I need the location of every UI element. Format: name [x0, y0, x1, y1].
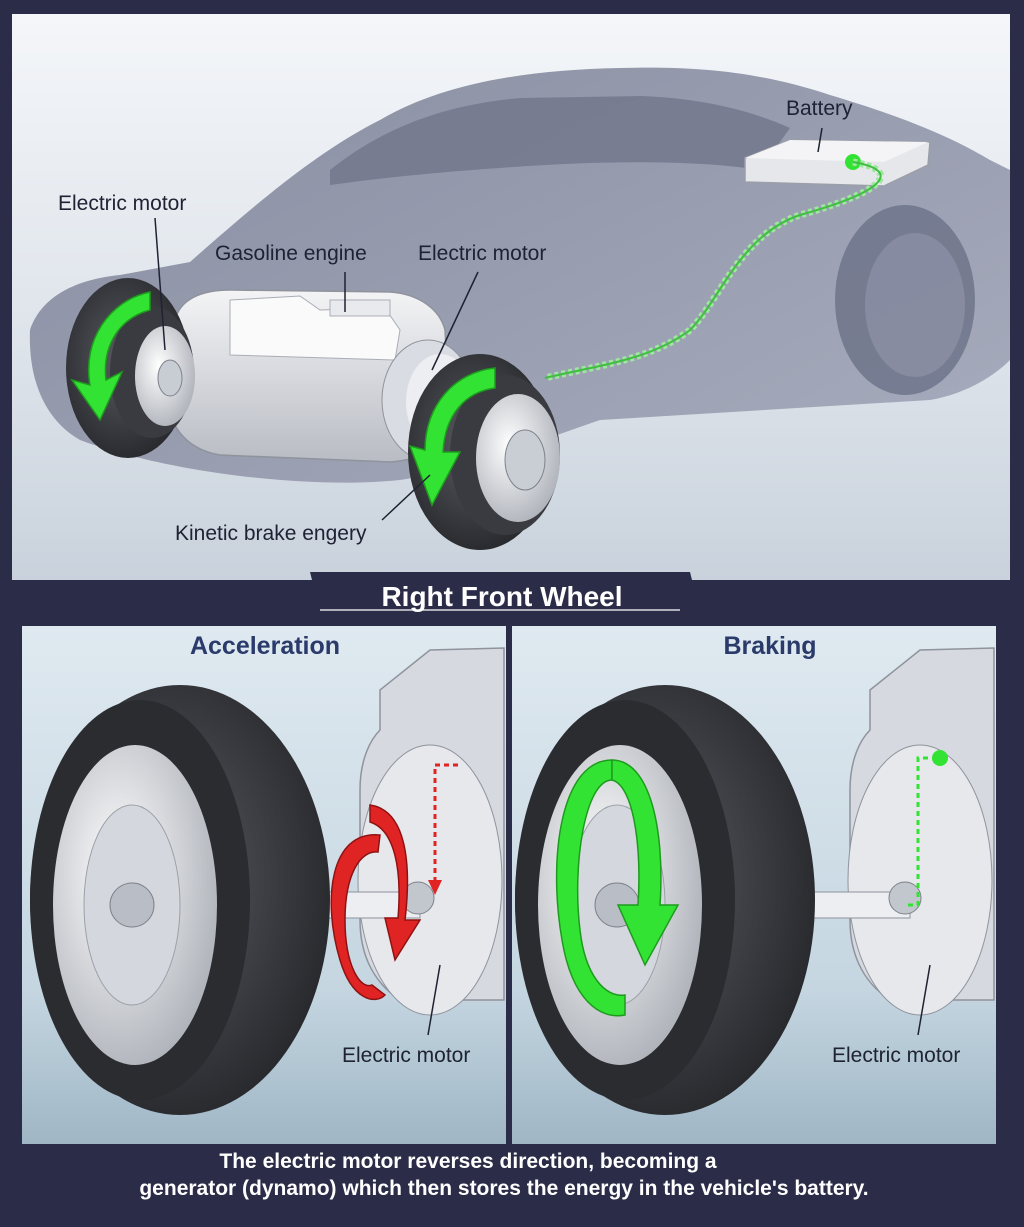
acc-red-arrow-head — [369, 804, 422, 962]
caption-line-2: generator (dynamo) which then stores the… — [139, 1177, 868, 1200]
brk-green-energy-dot — [932, 750, 948, 766]
front-wheel-green-arrow — [408, 367, 496, 507]
acc-motor-label: Electric motor — [342, 1044, 470, 1067]
left-wheel-green-arrow — [70, 291, 151, 422]
acc-red-power-arrowhead — [428, 880, 442, 895]
acc-red-power-path — [433, 763, 458, 880]
rear-motor-label: Electric motor — [58, 192, 186, 215]
section-title-tab — [310, 572, 700, 612]
gasoline-engine-label: Gasoline engine — [215, 242, 367, 265]
acceleration-title: Acceleration — [190, 632, 340, 660]
brk-green-arrow-head — [611, 759, 680, 967]
brk-motor-leader — [917, 964, 931, 1036]
kinetic-label: Kinetic brake engery — [175, 522, 367, 545]
leader-kinetic — [381, 474, 431, 521]
battery-leader — [817, 127, 823, 153]
car-window — [330, 96, 790, 185]
front-motor-label: Electric motor — [418, 242, 546, 265]
acc-wheel — [30, 685, 330, 1115]
leader-rear-motor — [154, 217, 166, 351]
brk-green-rotation-ring — [555, 759, 626, 1017]
brk-green-energy-path — [908, 756, 940, 907]
caption-line-1: The electric motor reverses direction, b… — [219, 1150, 716, 1173]
braking-title: Braking — [723, 632, 816, 660]
brk-axle-hub — [888, 881, 922, 915]
rear-wheel-ghost-hub — [865, 233, 965, 377]
energy-cable-core — [544, 161, 882, 379]
brk-motor-label: Electric motor — [832, 1044, 960, 1067]
section-title: Right Front Wheel — [381, 581, 622, 612]
acc-motor-leader — [427, 964, 441, 1036]
brk-motor-face — [847, 744, 993, 1016]
leader-front-motor — [431, 271, 479, 371]
acc-red-rotation-arrow — [330, 834, 387, 1001]
battery-label: Battery — [786, 97, 853, 120]
